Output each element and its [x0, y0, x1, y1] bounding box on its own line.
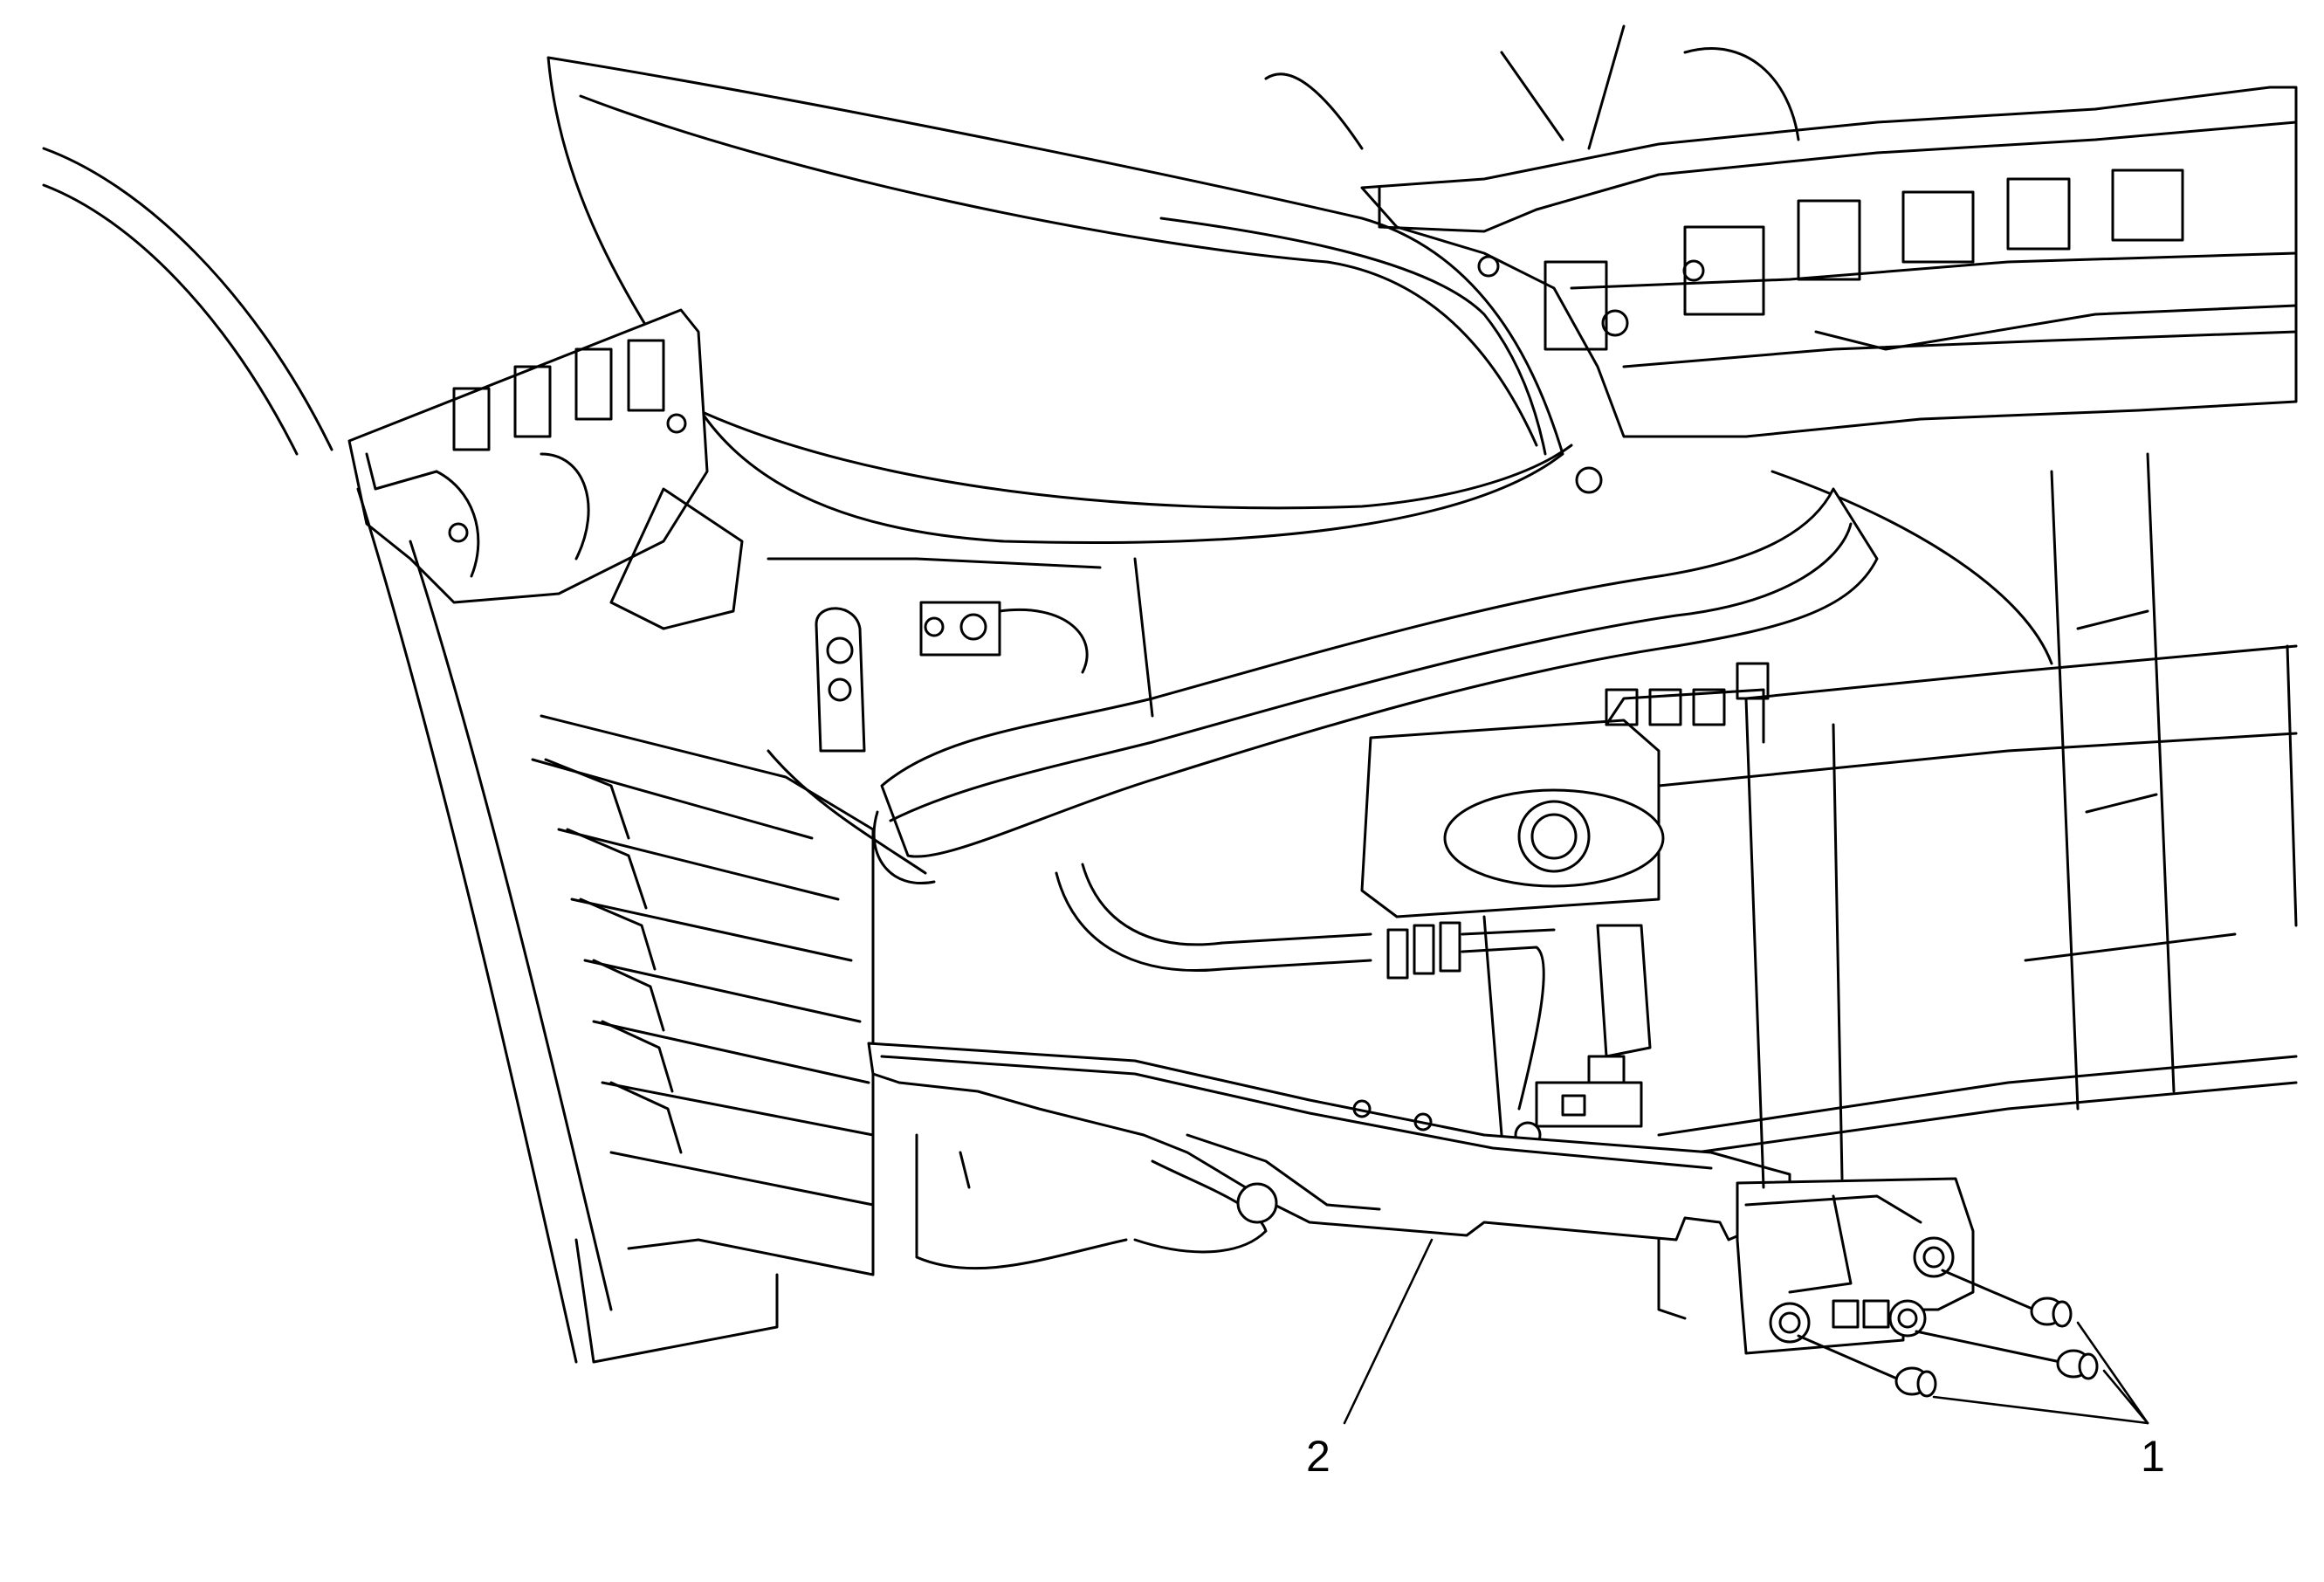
leader-line-2 — [1343, 1238, 1434, 1425]
radiator-shroud — [1570, 452, 2298, 1172]
fender-outline — [42, 147, 333, 456]
leader-line-1 — [1932, 1395, 2149, 1425]
deflector-mounting-bracket — [1657, 697, 1975, 1355]
center-brackets — [767, 557, 1154, 875]
upper-radiator-support — [1264, 24, 2298, 494]
callout-label-2: 2 — [1306, 1432, 1330, 1481]
fasteners — [1797, 1269, 2099, 1398]
leader-line-1 — [2102, 1369, 2149, 1425]
cooling-fan-module — [1360, 662, 1770, 918]
callout-label-1: 1 — [2141, 1432, 2165, 1481]
leader-line-1 — [2076, 1321, 2149, 1425]
ac-line-assembly — [1055, 863, 1652, 1149]
headlamp-bracket — [347, 308, 744, 630]
fastener-bolt — [1915, 1330, 2099, 1380]
leader-lines — [1343, 1238, 2149, 1425]
lower-air-deflector — [867, 1042, 1791, 1270]
air-intake-duct — [872, 487, 1879, 884]
fastener-bolt — [1941, 1269, 2073, 1328]
fastener-bolt — [1797, 1334, 1937, 1398]
front-fascia-grille — [356, 487, 875, 1364]
